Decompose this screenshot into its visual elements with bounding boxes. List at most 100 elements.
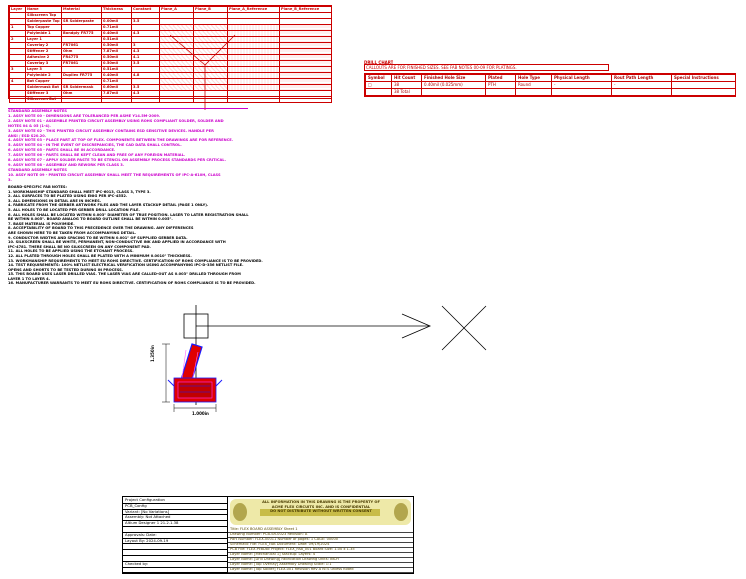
x-axis-arrowhead (401, 313, 432, 339)
stackup-cell: Silkscreen Bot (25, 96, 62, 103)
title-block-left-row (123, 526, 227, 533)
title-block-right-row: Drawing Number: PCB-SR-0023 Revision: A (228, 532, 413, 538)
assembly-note-line: 10. ASSY NOTE 09 - PRINTED CIRCUIT ASSEM… (8, 172, 221, 177)
title-block-right-row: Part Number: FLEX-00011 Number of pages:… (228, 537, 413, 543)
stackup-cell: Solderpaste Top (25, 18, 62, 25)
stackup-cell (9, 96, 26, 103)
drill-cell (421, 88, 486, 96)
company-line: DO NOT DISTRIBUTE WITHOUT WRITTEN CONSEN… (270, 509, 372, 514)
drill-chart-subtitle: CALLOUTS ARE FOR FINISHED SIZES. SEE FAB… (364, 64, 609, 71)
title-block-right-row: Layer Name: [Top Solder] FLEX-001 Revisi… (228, 567, 413, 573)
drill-cell (485, 88, 516, 96)
board-note-line: 6. ALL HOLES SHALL BE LOCATED WITHIN 0.0… (8, 212, 249, 217)
title-block-left-row: Variant: [No Variations] (123, 509, 227, 516)
assembly-note-line: 3. (8, 177, 12, 182)
drill-cell: 38 Total (391, 88, 422, 96)
drill-row: 38 Total (365, 88, 736, 96)
board-note-line: LAYER 1 TO LAYER 4. (8, 276, 50, 281)
board-note-line: 10. SILKSCREEN SHALL BE WHITE, PERMANENT… (8, 240, 226, 245)
stackup-cell (131, 96, 160, 103)
board-note-line: 13. WORKMANSHIP REQUIREMENTS TO MEET EU … (8, 258, 263, 263)
title-block-right-row: Schematic File: FLEX_FAB Document: Date:… (228, 542, 413, 548)
title-block-left-row: Approvals: Date: (123, 532, 227, 539)
assembly-note-line: 4. ASSY NOTE 03 - PLACE PART AT TOP OF F… (8, 138, 234, 143)
drill-header-cell: Hit Count (391, 74, 422, 82)
board-note-line: 12. ALL PLATED THROUGH HOLES SHALL BE PL… (8, 253, 192, 258)
drill-cell: - (551, 81, 612, 89)
board-note-line: ARE SHOWN HERE TO BE TAKEN FROM ACCOMPAN… (8, 230, 137, 235)
board-note-line: 16. MANUFACTURER WARRANTS TO MEET EU ROH… (8, 281, 256, 286)
title-block-left-row: PCB_Config (123, 503, 227, 510)
height-dimension-label: 1.350in (150, 345, 155, 362)
assembly-note-line: ANSI / ESD S20.20. (8, 133, 47, 138)
drill-cell: 0.40mil (0.025mm) (421, 81, 486, 89)
title-block-right: ALL INFORMATION IN THIS DRAWING IS THE P… (228, 497, 413, 573)
drill-cell (515, 88, 552, 96)
assembly-note-line: 8. ASSY NOTE 07 - APPLY SOLDER PASTE TO … (8, 158, 226, 163)
drill-cell (611, 88, 672, 96)
drill-cell: □ (365, 81, 392, 89)
drill-cell: Round (515, 81, 552, 89)
stackup-cell: Silkscreen Top (25, 12, 62, 19)
assembly-note-line: 1. ASSY NOTE 00 - DIMENSIONS ARE TOLERAN… (8, 113, 161, 118)
drill-header-cell: Finished Hole Size (421, 74, 486, 82)
assembly-note-line: 3. ASSY NOTE 02 - THIS PRINTED CIRCUIT A… (8, 128, 214, 133)
board-note-line: 11. ALL HOLES TO BE APPLIED USING THE ET… (8, 249, 134, 254)
drill-cell: PTH (485, 81, 516, 89)
board-note-line: 2. ALL SURFACES TO BE PLATED USING ENIG … (8, 194, 128, 199)
stackup-cell (101, 96, 132, 103)
stackup-cell (61, 96, 102, 103)
board-fab-notes: BOARD-SPECIFIC FAB NOTES:1. WORKMANSHIP … (8, 185, 428, 286)
drill-cell (671, 88, 736, 96)
drill-cell: 38 (391, 81, 422, 89)
title-block-right-row: Layer Name: [Top Overlay] Assembly Drawi… (228, 562, 413, 568)
board-note-line: BE WITHIN 0.005". BOARD ANALOG TO BOARD … (8, 217, 173, 222)
assembly-note-line: 6. ASSY NOTE 05 - PARTS SHALL BE IN ACCO… (8, 148, 116, 153)
drill-header-cell: Physical Length (551, 74, 612, 82)
stackup-cell: Soldermask Bot (25, 84, 62, 91)
stackup-row: Silkscreen Bot (9, 96, 332, 103)
title-block-left-row (123, 555, 227, 562)
stackup-leader-lines (170, 34, 236, 110)
drill-header-cell: Special Instructions (671, 74, 736, 82)
title-block-left-row: Checked by: (123, 561, 227, 568)
board-note-line: 9. CONDUCTOR WIDTHS AND SPACING TO BE WI… (8, 235, 188, 240)
assembly-note-line: 7. ASSY NOTE 06 - PARTS SHALL BE KEPT CL… (8, 153, 186, 158)
drill-header-cell: Plated (485, 74, 516, 82)
assembly-note-line: STANDARD ASSEMBLY NOTES (8, 109, 68, 113)
board-note-line: 4. FABRICATE FROM THE GERBER ARTWORK FIL… (8, 203, 209, 208)
title-block-left-row (123, 549, 227, 556)
company-line: ALL INFORMATION IN THIS DRAWING IS THE P… (262, 500, 380, 504)
assembly-note-line: 9. ASSY NOTE 08 - ASSEMBLY AND REWORK PE… (8, 162, 125, 167)
drill-header-cell: Symbol (365, 74, 392, 82)
board-drawing (162, 305, 487, 412)
title-block-right-row: Title: FLEX BOARD ASSEMBLY Sheet 1 (228, 527, 413, 533)
title-block-right-row: PCB File: FLEX.PcbDoc Project: FLEX_FAB_… (228, 547, 413, 553)
board-note-line: IPC-4781. THERE SHALL BE NO SILKSCREEN O… (8, 244, 151, 249)
title-block-left-row (123, 543, 227, 551)
board-note-line: 3. ALL DIMENSIONS IN DETAIL ARE IN INCHE… (8, 198, 102, 203)
board-note-line: 14. TEST REQUIREMENTS: 100% NETLIST ELEC… (8, 263, 244, 268)
assembly-note-line: 5. ASSY NOTE 04 - IN THE EVENT OF DISCRE… (8, 143, 182, 148)
cross-mark-b (441, 305, 487, 351)
assembly-note-line: STANDARD ASSEMBLY NOTES (8, 167, 68, 172)
drill-chart-title: DRILL CHART (364, 60, 394, 65)
title-block-left-row (123, 567, 227, 574)
title-block-left-row: Layout By: 2024-09-19 (123, 538, 227, 545)
title-block-right-row: Layer Name: [Drill Drawing] Fabrication … (228, 557, 413, 563)
board-note-line: 15. THIS BOARD USES LASER DRILLED VIAS. … (8, 272, 241, 277)
board-note-line: 1. WORKMANSHIP STANDARD SHALL MEET IPC-6… (8, 189, 151, 194)
title-block-right-row: Layer Name: [Mechanical 1] Stackup: Laye… (228, 552, 413, 558)
title-block-left-row: Project Configuration (123, 497, 227, 504)
width-dimension-label: 1.000in (192, 411, 209, 416)
